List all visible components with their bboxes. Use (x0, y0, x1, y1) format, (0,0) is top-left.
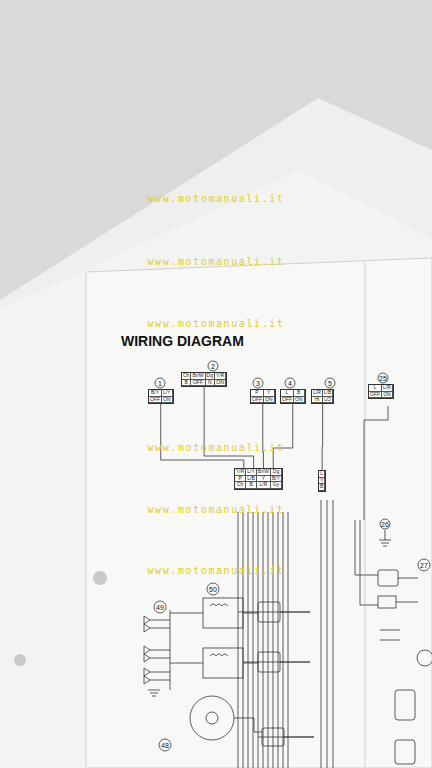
watermark: www.motomanuali.it (147, 442, 284, 453)
middle-sheet (0, 170, 432, 768)
watermark: www.motomanuali.it (147, 256, 284, 267)
diagram-title: WIRING DIAGRAM (121, 333, 244, 349)
wire-bundle (161, 404, 244, 468)
switch-table: B/YL/YOFFON (148, 389, 174, 404)
callout-number: 1 (158, 380, 162, 387)
punch-hole (14, 654, 26, 666)
wire-code: ON (162, 397, 173, 404)
component-symbols (144, 530, 432, 764)
wire-code: ON (382, 392, 393, 399)
wire-bundle (322, 404, 323, 470)
wire-code: L/R (257, 482, 271, 489)
wire-code: LO (323, 397, 334, 404)
callout-number: 50 (209, 586, 217, 593)
switch-table: PYOFFON (250, 389, 276, 404)
wire-code: ON (294, 397, 305, 404)
wire-code: ON (264, 397, 275, 404)
sheet-edge (365, 262, 366, 768)
switch-table: ChBr/WDgY/RBOFFNON (181, 372, 227, 387)
callout-number: 48 (161, 742, 169, 749)
wire-code: B (182, 380, 191, 387)
switch-table: L/RL/BHILO (311, 389, 334, 404)
wire-code: OFF (191, 380, 205, 387)
switch-table: LBOFFON (280, 389, 306, 404)
callout-number: 3 (256, 380, 260, 387)
wire-code: B (246, 482, 257, 489)
switch-table: LL/ROFFON (368, 384, 394, 399)
watermark: www.motomanuali.it (147, 504, 284, 515)
wire-code: OFF (281, 397, 294, 404)
wire-code: HI (312, 397, 323, 404)
wire-code: OFF (369, 392, 382, 399)
callout-number: 4 (288, 380, 292, 387)
callout-number: 26 (381, 521, 389, 528)
callout-number: 49 (156, 604, 164, 611)
front-sheet (86, 258, 432, 768)
wire-code: ON (215, 380, 226, 387)
callout-circles (154, 361, 430, 751)
callout-number: 5 (328, 380, 332, 387)
callout-number: 25 (379, 375, 387, 382)
wire-code: B (319, 484, 325, 491)
wire-bundle (204, 387, 253, 468)
connector-block: LYB (318, 470, 326, 492)
wire-code: OFF (149, 397, 162, 404)
wire-code: OFF (251, 397, 264, 404)
punch-hole (93, 571, 107, 585)
watermark: www.motomanuali.it (147, 193, 284, 204)
watermark: www.motomanuali.it (147, 318, 284, 329)
back-sheet (0, 98, 432, 768)
wire-code: N (206, 380, 215, 387)
callout-number: 2 (211, 363, 215, 370)
harness-wires (238, 406, 388, 768)
watermark: www.motomanuali.it (147, 565, 284, 576)
wire-bundle (273, 404, 293, 468)
wire-code: Ch (235, 482, 246, 489)
wire-code: Gy (271, 482, 282, 489)
wire-bundle (262, 404, 264, 468)
connector-block: Y/RL/YBr/WDgPL/BYB/YChBL/RGy (234, 468, 283, 490)
callout-number: 27 (420, 562, 428, 569)
